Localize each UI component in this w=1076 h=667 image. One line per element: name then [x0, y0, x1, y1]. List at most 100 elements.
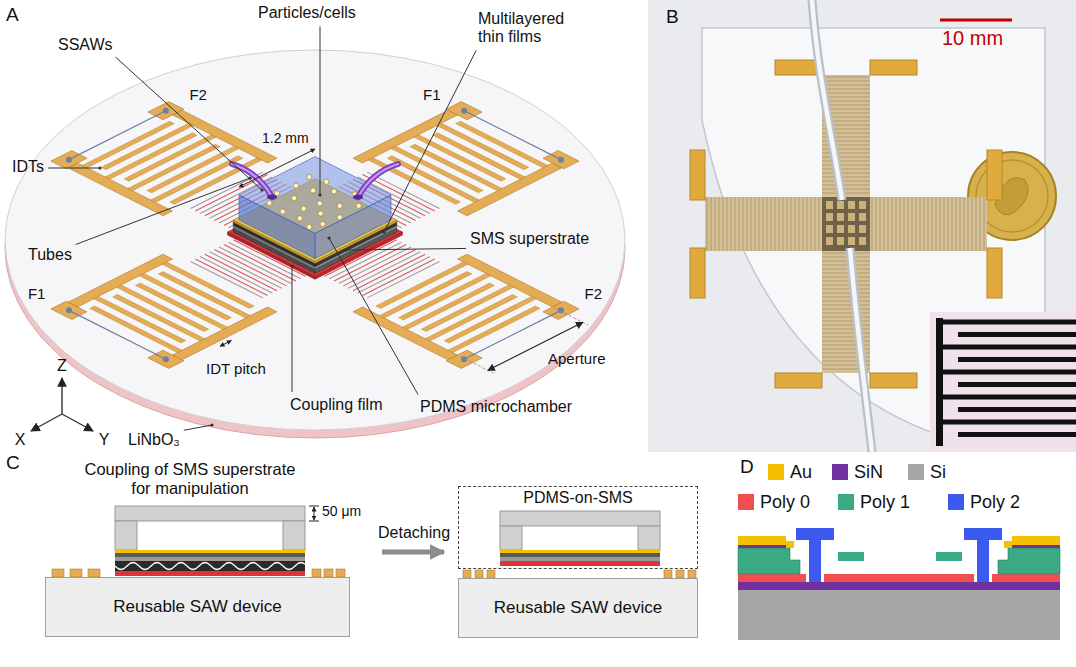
idt-electrode — [688, 570, 696, 578]
particle — [337, 215, 342, 220]
photo-idt-finger — [787, 197, 788, 251]
photo-idt-finger — [759, 197, 760, 251]
poly2-anchor — [809, 540, 821, 582]
particle — [292, 196, 297, 201]
legend-item: SiN — [832, 462, 883, 483]
photo-chip-cell — [848, 237, 855, 245]
particle — [280, 209, 285, 214]
photo-idt-finger — [731, 197, 732, 251]
sin-layer — [738, 582, 1060, 590]
legend-swatch — [908, 464, 924, 480]
photo-idt-finger — [822, 97, 870, 98]
step-label: Detaching — [378, 524, 450, 542]
dimension-label: IDT pitch — [206, 360, 266, 377]
particle — [307, 174, 312, 179]
pdms-microchamber — [239, 157, 391, 234]
photo-idt-finger — [822, 265, 870, 266]
panel-letter: C — [6, 452, 20, 474]
ssaw-wave-line — [205, 254, 277, 290]
particle — [337, 203, 342, 208]
photo-idt-finger — [822, 297, 870, 298]
leader-dot — [260, 188, 263, 191]
photo-idt-finger — [904, 197, 905, 251]
ssaw-wave-line — [353, 254, 425, 290]
pdms-wall — [115, 521, 137, 550]
signal-wire — [464, 310, 561, 359]
gold-pad — [738, 536, 786, 545]
photo-idt-finger — [960, 197, 961, 251]
photo-contact-pad — [690, 150, 705, 200]
particle — [324, 179, 329, 184]
legend-text: Au — [790, 462, 812, 483]
detach-arrow — [382, 550, 444, 555]
step-heading: Coupling of SMS superstrate for manipula… — [75, 460, 305, 498]
photo-idt-finger — [822, 317, 870, 318]
box-text: PDMS-on-SMS — [523, 489, 632, 507]
ssaw-wave-line — [363, 259, 435, 295]
substrate-box: Reusable SAW device — [458, 578, 698, 638]
ssaw-wave-line — [195, 259, 267, 295]
photo-contact-pad — [987, 248, 1002, 298]
photo-idt-finger — [822, 261, 870, 262]
idt-finger — [101, 123, 193, 170]
idt-electrode — [324, 569, 333, 577]
photo-idt-finger — [751, 197, 752, 251]
photo-tube-inner — [812, 0, 842, 200]
photo-idt-finger — [727, 197, 728, 251]
photo-idt-finger — [822, 293, 870, 294]
pdms-top — [500, 511, 660, 526]
idt-electrode — [463, 570, 471, 578]
idt-electrode — [312, 569, 321, 577]
callout-label: Tubes — [28, 246, 72, 264]
photo-tube — [812, 0, 842, 200]
signal-wire — [69, 310, 166, 359]
poly2-anchor — [977, 540, 989, 582]
leader-line — [48, 168, 100, 169]
photo-idt-finger — [711, 197, 712, 251]
signal-terminal — [558, 307, 564, 313]
photo-idt-finger — [822, 285, 870, 286]
tube-port — [353, 195, 363, 200]
photo-chip-cell — [837, 237, 844, 245]
photo-chip-cell — [837, 201, 844, 209]
inset-finger — [958, 407, 1076, 412]
signal-terminal — [66, 307, 72, 313]
sms-layer — [500, 553, 660, 557]
dimension-label: 50 μm — [322, 503, 361, 519]
photo-idt-finger — [803, 197, 804, 251]
gold-pad — [1004, 541, 1012, 548]
idt-electrode — [676, 570, 684, 578]
poly0-layer — [738, 574, 806, 582]
axis-label: X — [15, 431, 26, 449]
photo-chip — [822, 197, 870, 251]
leader-line — [292, 266, 293, 392]
particle — [317, 201, 322, 206]
photo-idt-finger — [723, 197, 724, 251]
idt-electrode — [52, 569, 64, 577]
inset-finger — [943, 320, 1076, 325]
particle — [297, 216, 302, 221]
photo-idt-finger — [822, 301, 870, 302]
idt-finger — [113, 295, 205, 342]
photo-idt-finger — [822, 93, 870, 94]
chip-stack — [228, 157, 403, 280]
photo-chip-cell — [859, 201, 866, 209]
photo-idt-finger — [771, 197, 772, 251]
idt-electrode — [70, 569, 82, 577]
photo-chip-cell — [826, 237, 833, 245]
particle — [267, 200, 272, 205]
particle — [356, 203, 361, 208]
panel-c — [52, 506, 696, 578]
leader-line — [329, 238, 418, 395]
photo-idt-finger — [822, 329, 870, 330]
photo-idt-finger — [952, 197, 953, 251]
signal-terminal — [558, 157, 564, 163]
sms-layer — [115, 553, 305, 557]
particle — [301, 206, 306, 211]
box-text: Reusable SAW device — [494, 598, 663, 618]
signal-label: F2 — [189, 86, 207, 103]
legend-text: Poly 2 — [970, 492, 1020, 513]
photo-idt-finger — [707, 197, 708, 251]
